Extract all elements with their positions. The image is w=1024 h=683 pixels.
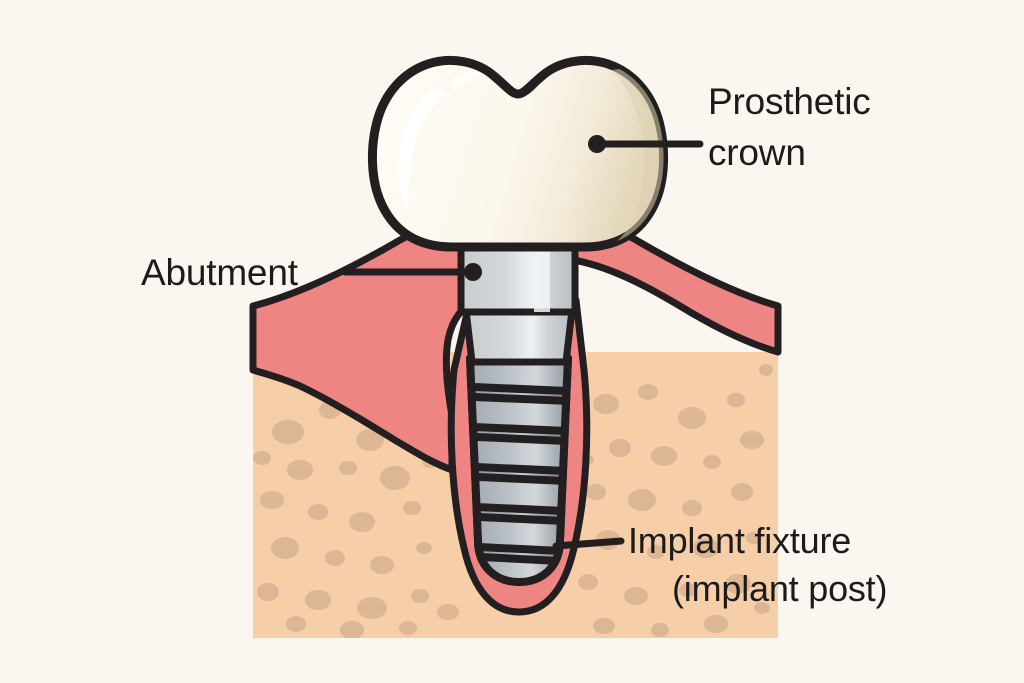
crown-highlight — [398, 88, 446, 208]
label-crown-line1: Prosthetic — [708, 81, 871, 122]
abutment-part — [457, 243, 579, 366]
abutment-collar — [457, 243, 579, 316]
label-abutment-line1: Abutment — [141, 252, 299, 293]
crown-fissure — [496, 78, 542, 98]
fixture-outline — [466, 354, 572, 586]
gum-left — [249, 208, 480, 474]
abutment-taper — [462, 306, 576, 366]
leader-fixture — [552, 537, 625, 550]
prosthetic-crown-part — [367, 55, 669, 252]
label-crown-line2: crown — [708, 132, 806, 173]
thread-2 — [470, 392, 568, 436]
crown-body — [367, 55, 669, 252]
label-implant-fixture: Implant fixture (implant post) — [628, 520, 887, 609]
label-fixture-line2: (implant post) — [672, 568, 887, 609]
label-prosthetic-crown: Prosthetic crown — [708, 81, 871, 173]
crown-highlight-top — [452, 71, 484, 92]
abutment-collar-sheen — [534, 247, 550, 312]
label-fixture-line1: Implant fixture — [628, 520, 851, 561]
label-abutment: Abutment — [141, 252, 299, 293]
thread-3 — [470, 432, 568, 476]
thread-4 — [470, 472, 568, 516]
leader-abutment — [341, 263, 482, 281]
bone-trabecular-spots — [253, 364, 773, 638]
leader-crown — [588, 135, 704, 153]
thread-5 — [470, 512, 568, 556]
leader-lines — [341, 135, 704, 550]
